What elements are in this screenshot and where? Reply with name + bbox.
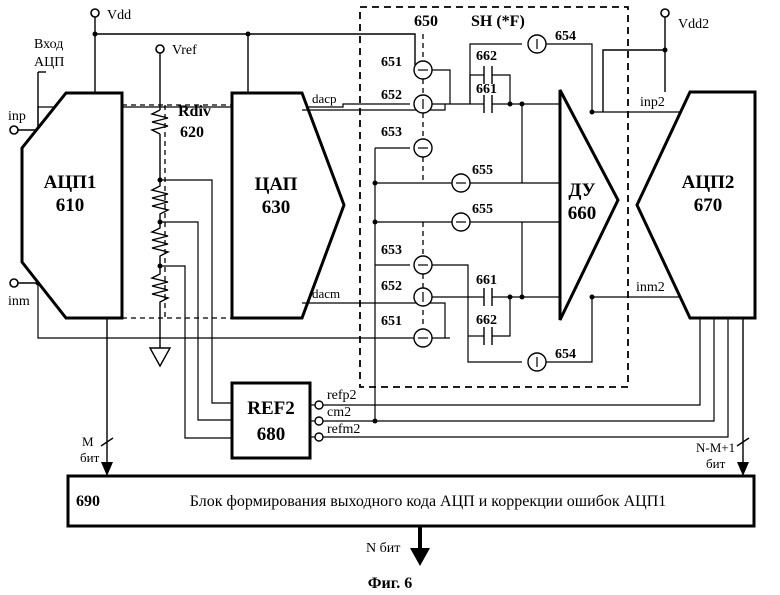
src-654-bottom-label: 654: [555, 347, 576, 362]
src-651-top: 651: [381, 55, 433, 80]
adc-input-label-1: Вход: [34, 37, 63, 52]
vref-terminal: Vref: [155, 43, 197, 103]
src-654-bottom: 654: [527, 347, 576, 372]
dac-block: [230, 91, 346, 320]
refm2-label: refm2: [327, 422, 360, 437]
rdiv-number: 620: [180, 124, 204, 141]
vdd2-rail: [602, 17, 666, 112]
cap-661-top-label: 661: [476, 82, 497, 97]
src-652-top-label: 652: [381, 88, 402, 103]
adc1-number: 610: [56, 195, 85, 216]
adc1-block: [20, 91, 124, 320]
src-655-a-label: 655: [472, 163, 493, 178]
output-block: [66, 474, 756, 528]
cap-661-bottom: 661: [476, 273, 497, 306]
rdiv-620: Rdiv 620: [148, 103, 211, 368]
output-block-number: 690: [76, 493, 100, 510]
src-653-top-label: 653: [381, 125, 402, 140]
inm-terminal: [9, 278, 19, 288]
src-653-bottom: 653: [381, 243, 433, 275]
vdd-terminal: Vdd: [90, 8, 131, 93]
ref2-block: [230, 381, 312, 460]
adc2-name: АЦП2: [682, 172, 735, 193]
inm2-label: inm2: [636, 280, 665, 295]
src-655-b-label: 655: [472, 202, 493, 217]
cap-662-bottom-label: 662: [476, 313, 497, 328]
vdd-label: Vdd: [107, 8, 131, 23]
dac-number: 630: [262, 197, 291, 218]
cap-662-top-label: 662: [476, 49, 497, 64]
src-654-top: 654: [527, 29, 576, 54]
adc1-name: АЦП1: [44, 172, 97, 193]
src-654-top-label: 654: [555, 29, 576, 44]
ref2-name: REF2: [247, 398, 295, 419]
src-653-bottom-label: 653: [381, 243, 402, 258]
refp2-output: refp2: [310, 318, 701, 410]
cap-661-bottom-label: 661: [476, 273, 497, 288]
src-651-bottom-label: 651: [381, 314, 402, 329]
src-655-a: 655: [451, 163, 493, 193]
sh-650-name: SH (*F): [471, 13, 525, 30]
vref-label: Vref: [172, 43, 197, 58]
du-block: [558, 89, 620, 321]
sh-650-boundary: [359, 6, 629, 388]
refm2-output: refm2: [310, 318, 729, 442]
adc2-block: [635, 90, 757, 320]
src-652-top: 652: [381, 88, 433, 114]
dac-name: ЦАП: [255, 174, 298, 195]
ref2-number: 680: [257, 424, 286, 445]
src-651-bottom: 651: [381, 314, 433, 348]
du-name: ДУ: [568, 180, 595, 201]
du-number: 660: [568, 203, 597, 224]
src-653-top: 653: [381, 125, 433, 158]
sh-650-number: 650: [414, 13, 438, 30]
adc2-number: 670: [694, 195, 723, 216]
cap-661-top: 661: [476, 82, 497, 113]
dacp-label: dacp: [312, 91, 337, 106]
m-bits-2: бит: [80, 450, 100, 465]
inp-terminal: [9, 125, 19, 135]
vdd-rail: [95, 33, 416, 65]
src-655-b: 655: [451, 202, 493, 232]
vdd2-terminal: Vdd2: [660, 8, 709, 32]
src-651-top-label: 651: [381, 55, 402, 70]
n-bits-label: N бит: [366, 541, 400, 556]
cap-662-top: 662: [476, 49, 497, 84]
src-652-bottom-label: 652: [381, 279, 402, 294]
cap-662-bottom: 662: [476, 313, 497, 345]
cm2-label: cm2: [327, 405, 351, 420]
cm2-output: cm2: [310, 318, 715, 426]
rdiv-label: Rdiv: [178, 103, 211, 120]
m-bits-1: M: [82, 434, 94, 449]
inm-label: inm: [8, 294, 30, 309]
inp-label: inp: [8, 109, 26, 124]
nm1-bits-2: бит: [706, 456, 726, 471]
adc-input-label-2: АЦП: [34, 55, 64, 70]
figure-caption: Фиг. 6: [368, 575, 412, 592]
src-652-bottom: 652: [381, 279, 433, 307]
refp2-label: refp2: [327, 388, 357, 403]
vdd2-label: Vdd2: [678, 17, 709, 32]
dacm-label: dacm: [312, 286, 340, 301]
nm1-bits-1: N-M+1: [696, 440, 735, 455]
output-block-text: Блок формирования выходного кода АЦП и к…: [190, 493, 667, 510]
inp2-label: inp2: [640, 95, 665, 110]
